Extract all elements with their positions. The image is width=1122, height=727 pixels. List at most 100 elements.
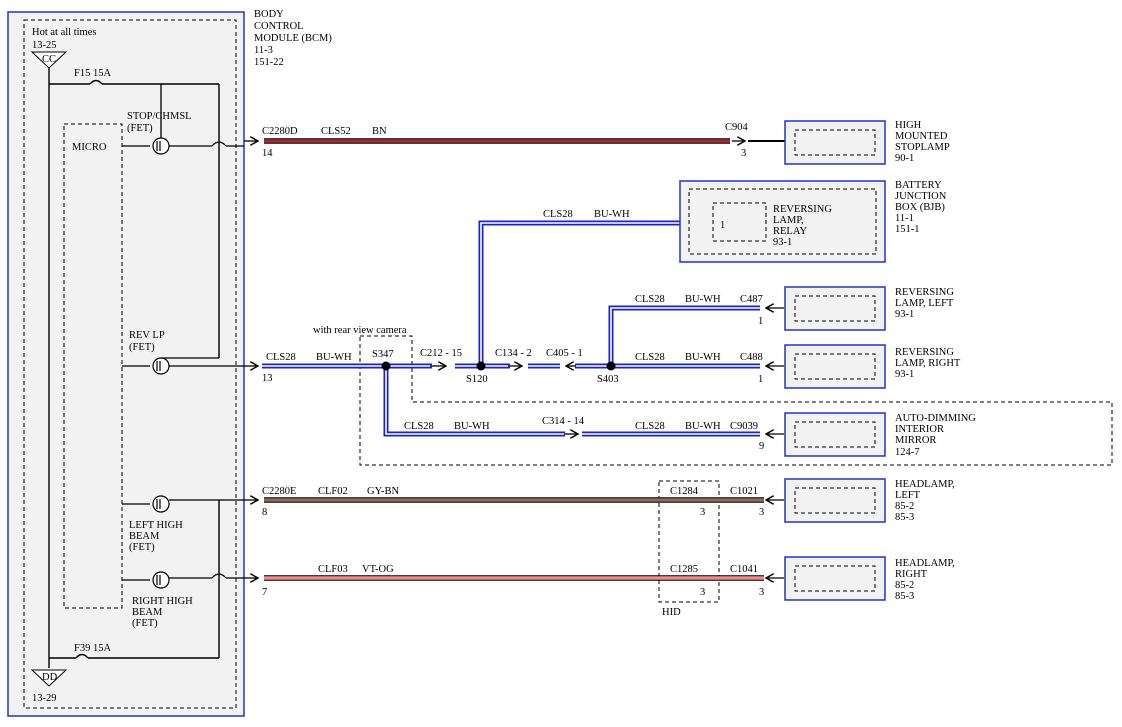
svg-text:CLF03: CLF03 (318, 564, 348, 575)
stop-fet-label-2: (FET) (127, 123, 153, 134)
svg-text:BN: BN (372, 126, 387, 137)
wire-cls52: C2280D 14 CLS52 BN C904 3 (244, 122, 785, 159)
svg-text:MIRROR: MIRROR (895, 435, 936, 446)
svg-text:HEADLAMP,: HEADLAMP, (895, 558, 955, 569)
relay-wire-color: BU-WH (594, 209, 630, 220)
svg-text:C2280E: C2280E (262, 486, 296, 497)
component-bjb: 1 REVERSING LAMP, RELAY 93-1 BATTERY JUN… (679, 180, 947, 263)
svg-text:11-3: 11-3 (254, 45, 273, 56)
dd-label: DD (42, 672, 58, 683)
svg-text:C1021: C1021 (730, 486, 758, 497)
svg-text:1: 1 (720, 220, 725, 231)
svg-text:124-7: 124-7 (895, 447, 920, 458)
component-rev-left: REVERSING LAMP, LEFT 93-1 (784, 286, 954, 331)
mirror-color-2: BU-WH (685, 421, 721, 432)
svg-text:VT-OG: VT-OG (362, 564, 394, 575)
svg-text:C2280D: C2280D (262, 126, 298, 137)
left-rev-color: BU-WH (685, 294, 721, 305)
rhb-fet-label-3: (FET) (132, 618, 158, 629)
svg-text:11-1: 11-1 (895, 213, 914, 224)
wire-cls28-main (244, 223, 784, 434)
cc-ref-label: 13-25 (32, 40, 57, 51)
svg-text:3: 3 (759, 587, 764, 598)
fuse-f15-label: F15 15A (74, 68, 111, 79)
mirror-color-1: BU-WH (454, 421, 490, 432)
bcm-title: BODY CONTROL MODULE (BCM) 11-3 151-22 (254, 9, 332, 68)
svg-text:MOUNTED: MOUNTED (895, 131, 948, 142)
svg-text:CLF02: CLF02 (318, 486, 348, 497)
svg-text:STOPLAMP: STOPLAMP (895, 142, 950, 153)
svg-text:C1041: C1041 (730, 564, 758, 575)
component-mirror: AUTO-DIMMING INTERIOR MIRROR 124-7 (784, 412, 976, 458)
component-hl-left: HEADLAMP, LEFT 85-2 85-3 (784, 478, 955, 523)
svg-text:3: 3 (700, 507, 705, 518)
stop-fet-label-1: STOP/CHMSL (127, 111, 192, 122)
mirror-conn: C9039 (730, 421, 758, 432)
svg-text:CONTROL: CONTROL (254, 21, 304, 32)
svg-text:AUTO-DIMMING: AUTO-DIMMING (895, 413, 976, 424)
svg-text:BODY: BODY (254, 9, 284, 20)
right-rev-pin: 1 (758, 374, 763, 385)
cc-label: CC (42, 54, 56, 65)
dd-ref-label: 13-29 (32, 693, 57, 704)
svg-text:90-1: 90-1 (895, 153, 914, 164)
bcm-module: Hot at all times 13-25 CC F15 15A F39 15… (7, 11, 245, 717)
inline-c314: C314 - 14 (542, 416, 585, 427)
svg-text:7: 7 (262, 587, 267, 598)
svg-text:MODULE (BCM): MODULE (BCM) (254, 33, 332, 44)
svg-text:GY-BN: GY-BN (367, 486, 400, 497)
inline-c405: C405 - 1 (546, 348, 583, 359)
svg-text:REVERSING: REVERSING (895, 347, 954, 358)
svg-text:LEFT: LEFT (895, 490, 921, 501)
wire-clf03: 7 CLF03 VT-OG C1285 3 C1041 3 (244, 564, 784, 598)
svg-text:85-2: 85-2 (895, 501, 914, 512)
rhb-fet-label-2: BEAM (132, 607, 163, 618)
splice-s120: S120 (466, 374, 488, 385)
hid-label: HID (662, 607, 681, 618)
rev-fet-label-1: REV LP (129, 330, 165, 341)
svg-text:CLS52: CLS52 (321, 126, 351, 137)
svg-text:85-3: 85-3 (895, 512, 914, 523)
svg-text:LAMP,: LAMP, (773, 215, 804, 226)
left-rev-pin: 1 (758, 316, 763, 327)
svg-text:C904: C904 (725, 122, 749, 133)
svg-text:3: 3 (759, 507, 764, 518)
svg-text:C1285: C1285 (670, 564, 698, 575)
wire2-color: BU-WH (316, 352, 352, 363)
svg-text:151-1: 151-1 (895, 224, 920, 235)
svg-text:LAMP, RIGHT: LAMP, RIGHT (895, 358, 961, 369)
wire-clf02: C2280E 8 CLF02 GY-BN C1284 3 C1021 3 (244, 486, 784, 518)
rhb-fet-label-1: RIGHT HIGH (132, 596, 193, 607)
svg-text:85-3: 85-3 (895, 591, 914, 602)
lhb-fet-label-3: (FET) (129, 542, 155, 553)
wire2-pin: 13 (262, 373, 273, 384)
inline-c134: C134 - 2 (495, 348, 532, 359)
svg-text:BOX (BJB): BOX (BJB) (895, 202, 945, 213)
svg-text:INTERIOR: INTERIOR (895, 424, 944, 435)
mirror-circuit-2: CLS28 (635, 421, 665, 432)
svg-text:93-1: 93-1 (773, 237, 792, 248)
svg-text:JUNCTION: JUNCTION (895, 191, 947, 202)
wire2-circuit: CLS28 (266, 352, 296, 363)
relay-wire-circuit: CLS28 (543, 209, 573, 220)
micro-label: MICRO (72, 142, 107, 153)
svg-text:C1284: C1284 (670, 486, 699, 497)
lhb-fet-label-1: LEFT HIGH (129, 520, 183, 531)
svg-text:93-1: 93-1 (895, 309, 914, 320)
hot-at-all-times-label: Hot at all times (32, 27, 96, 38)
svg-text:85-2: 85-2 (895, 580, 914, 591)
svg-text:RELAY: RELAY (773, 226, 807, 237)
svg-text:3: 3 (700, 587, 705, 598)
right-rev-circuit: CLS28 (635, 352, 665, 363)
svg-text:151-22: 151-22 (254, 57, 284, 68)
svg-text:HIGH: HIGH (895, 120, 922, 131)
camera-note: with rear view camera (313, 325, 407, 336)
rev-fet-label-2: (FET) (129, 342, 155, 353)
mirror-pin: 9 (759, 441, 764, 452)
svg-text:3: 3 (741, 148, 746, 159)
svg-text:REVERSING: REVERSING (773, 204, 832, 215)
svg-text:8: 8 (262, 507, 267, 518)
hid-box (658, 480, 720, 603)
fuse-f39-label: F39 15A (74, 643, 111, 654)
